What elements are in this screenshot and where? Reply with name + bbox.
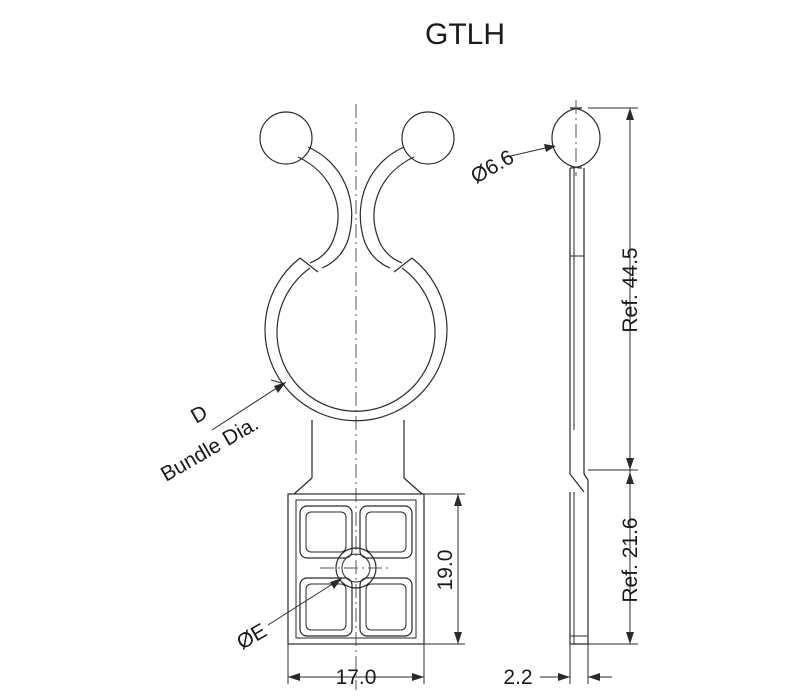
left-knob (259, 111, 313, 165)
cell-bottom-left (299, 577, 353, 637)
bundle-dia-label: Bundle Dia. (157, 412, 263, 486)
ref-upper-label: Ref. 44.5 (619, 247, 642, 332)
ref-lower-dimension (588, 470, 638, 645)
cell-top-right (359, 505, 413, 559)
thickness-label: 2.2 (503, 666, 532, 689)
neck (293, 420, 423, 495)
side-step (569, 430, 589, 493)
base-plate (287, 493, 425, 645)
ref-upper-dimension (588, 107, 638, 471)
side-stem-upper (569, 168, 585, 430)
right-knob (401, 111, 455, 165)
right-hook-arm (359, 146, 415, 273)
cell-bottom-right (359, 577, 413, 637)
hole-dia-leader (267, 577, 343, 626)
bundle-d-label: D (187, 401, 212, 429)
side-knob (569, 107, 601, 169)
base-height-dimension (424, 493, 465, 645)
base-width-label: 17.0 (336, 666, 377, 689)
ref-lower-label: Ref. 21.6 (619, 517, 642, 602)
cell-top-left (299, 505, 353, 559)
knob-dia-leader (501, 144, 556, 159)
bundle-dia-leader (211, 381, 287, 431)
knob-dia-label: Ø6.6 (467, 146, 518, 189)
side-view: Ø6.6 Ref. 44.5 Ref. 21.6 2.2 (467, 100, 642, 689)
base-width-dimension (287, 644, 425, 684)
drawing-title: GTLH (425, 18, 505, 51)
hole-dia-label: ØE (233, 619, 271, 654)
side-base-edge (569, 480, 589, 645)
left-hook-arm (297, 146, 353, 273)
base-height-label: 19.0 (434, 550, 457, 591)
thickness-dimension (540, 644, 612, 684)
front-view: D Bundle Dia. ØE 19.0 17.0 (157, 104, 465, 690)
